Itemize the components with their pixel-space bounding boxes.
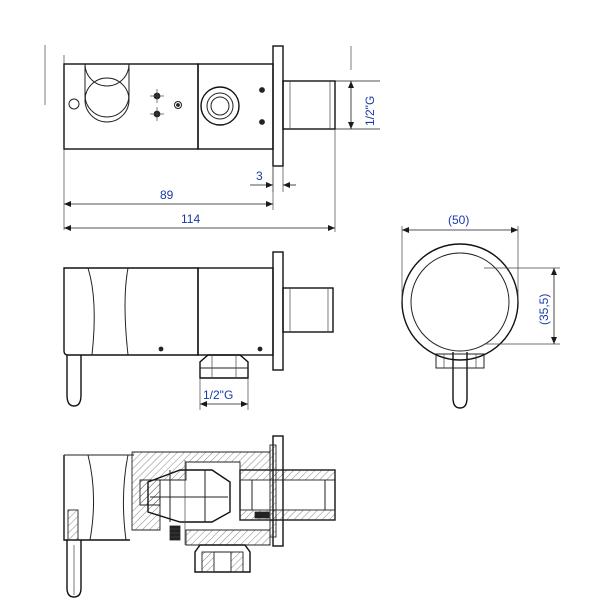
side-lever-handle — [452, 352, 468, 409]
top-holder-cutout — [84, 63, 130, 87]
side-height-label: (35,5) — [537, 294, 551, 325]
top-outlet-ring-outer — [200, 86, 240, 126]
section-bottom-nut — [194, 544, 251, 573]
top-thread-dim-label: 1/2"G — [363, 96, 377, 126]
front-lever-handle — [66, 355, 82, 407]
front-valve-block — [197, 267, 274, 356]
top-view: 1/2"G 3 89 114 — [44, 45, 380, 232]
side-outer-circle — [401, 243, 519, 361]
front-hex-nut — [199, 354, 249, 379]
front-body-outline — [63, 267, 199, 356]
side-inner-circle — [410, 252, 510, 352]
top-screw-holes — [150, 89, 182, 121]
side-view: (50) (35,5) — [401, 213, 560, 409]
top-overall-length-label: 114 — [181, 212, 200, 226]
top-flange — [272, 45, 284, 167]
front-outlet-thread-label: 1/2"G — [203, 388, 233, 402]
section-valve-cavity — [147, 469, 231, 523]
top-outlet-pipe — [282, 80, 336, 130]
top-body-length-label: 89 — [160, 188, 174, 202]
top-flange-dim-label: 3 — [256, 169, 263, 183]
front-view: 1/2"G — [63, 251, 334, 410]
section-spring — [169, 525, 181, 541]
section-view — [63, 435, 336, 598]
top-outlet-ring-inner — [206, 92, 234, 120]
top-holder-ring — [84, 77, 130, 123]
top-valve-block — [197, 63, 274, 150]
front-outlet-pipe — [282, 287, 334, 333]
front-flange — [272, 251, 284, 371]
top-pin-hole — [68, 98, 80, 110]
side-nut — [435, 353, 485, 369]
side-diameter-label: (50) — [448, 213, 469, 227]
